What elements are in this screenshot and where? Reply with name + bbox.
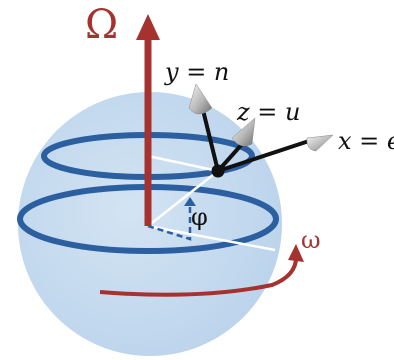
latitude-angle-dashed-guide [147, 199, 192, 241]
z-axis-label: z = u [236, 98, 300, 126]
x-axis-cone [306, 134, 334, 152]
equator-plane-line [147, 224, 276, 252]
y-axis-label: y = n [164, 58, 229, 86]
center-to-point-line [147, 170, 219, 227]
y-axis-line [200, 105, 220, 172]
surface-point [211, 164, 225, 178]
omega-label: Ω [85, 2, 118, 48]
x-axis-line [217, 138, 313, 173]
rotation-axis-arrowhead [136, 14, 160, 40]
latitude-angle-arrowhead [184, 197, 196, 206]
rotation-arrow [99, 253, 299, 297]
rotation-arrow-head [288, 244, 304, 262]
x-axis-label: x = e [338, 127, 394, 155]
angular-velocity-label: ω [301, 226, 321, 254]
y-axis-cone [188, 83, 213, 115]
latitude-angle-label: φ [191, 203, 208, 231]
latitude-radius-line [147, 154, 219, 173]
z-axis-cone [231, 117, 256, 147]
